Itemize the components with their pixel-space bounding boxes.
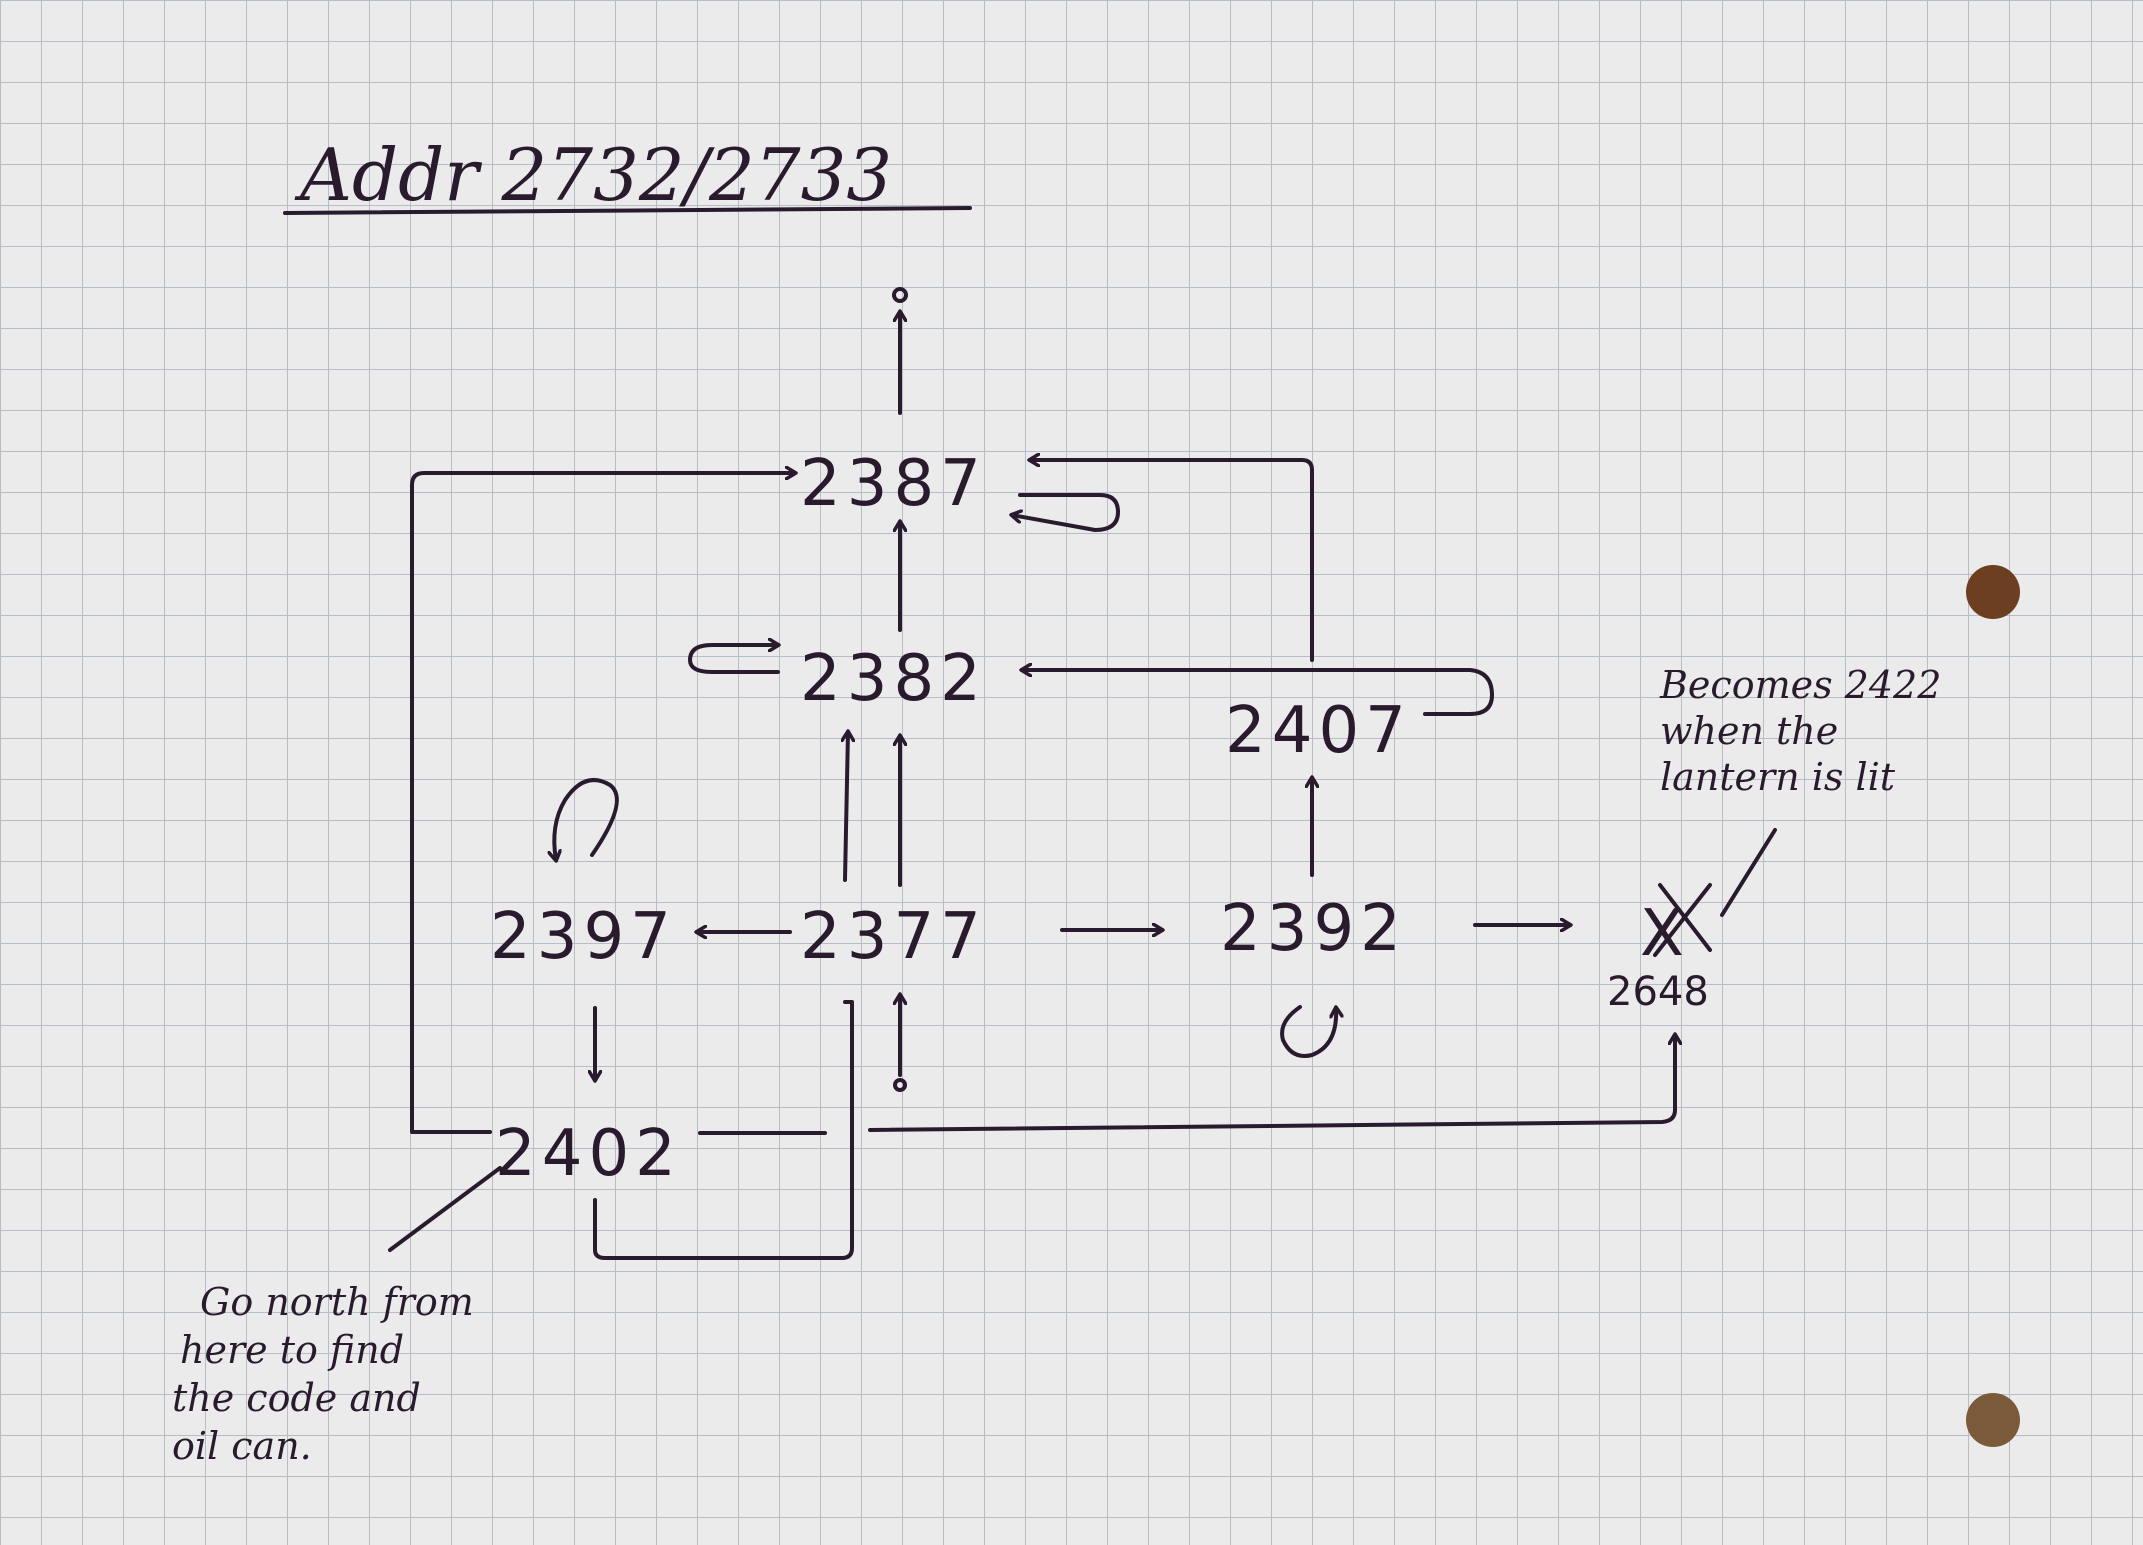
exit-dot-north	[892, 287, 908, 303]
arrow-2402-to-2387	[410, 473, 795, 1134]
x-mark: X	[1640, 897, 1690, 971]
self-loop-2382	[688, 645, 778, 674]
go-north-note: Go north from here to find the code and …	[172, 1280, 486, 1468]
becomes-note-pointer	[1720, 828, 1777, 917]
go-north-note-line: the code and	[172, 1376, 421, 1420]
connectors	[388, 287, 1777, 1260]
go-north-note-pointer	[388, 1166, 502, 1252]
node-2402: 2402	[495, 1117, 682, 1191]
page-title: Addr 2732/2733	[294, 133, 892, 217]
arrow-2402-to-2648	[868, 1035, 1675, 1132]
go-north-note-line: here to find	[180, 1328, 404, 1372]
node-2407: 2407	[1225, 694, 1412, 768]
go-north-note-line: oil can.	[172, 1424, 312, 1468]
node-2392: 2392	[1220, 892, 1407, 966]
becomes-note-line: when the	[1660, 709, 1838, 753]
becomes-note: Becomes 2422 when the lantern is lit	[1659, 663, 1953, 799]
becomes-note-line: Becomes 2422	[1659, 663, 1941, 707]
self-loop-2392	[1280, 1005, 1336, 1058]
node-2387: 2387	[800, 447, 987, 521]
start-dot	[893, 1078, 907, 1092]
arrow-2407-to-2382	[1022, 670, 1494, 716]
x-mark-stroke-b	[1653, 883, 1712, 957]
title-underline	[283, 206, 972, 215]
binder-hole-top	[1966, 565, 2020, 619]
node-2648: 2648	[1607, 969, 1709, 1015]
binder-hole-bottom	[1966, 1393, 2020, 1447]
arrow-2407-to-2387	[1030, 460, 1314, 662]
node-2397: 2397	[490, 900, 677, 974]
node-2377: 2377	[800, 900, 987, 974]
arrow-2402-to-2377	[593, 1000, 854, 1260]
self-loop-2387	[1012, 493, 1120, 532]
arrow-2377-to-2382-a	[845, 732, 848, 882]
node-2382: 2382	[800, 642, 987, 716]
becomes-note-line: lantern is lit	[1660, 755, 1896, 799]
go-north-note-line: Go north from	[200, 1280, 474, 1324]
self-loop-2397	[554, 778, 619, 860]
